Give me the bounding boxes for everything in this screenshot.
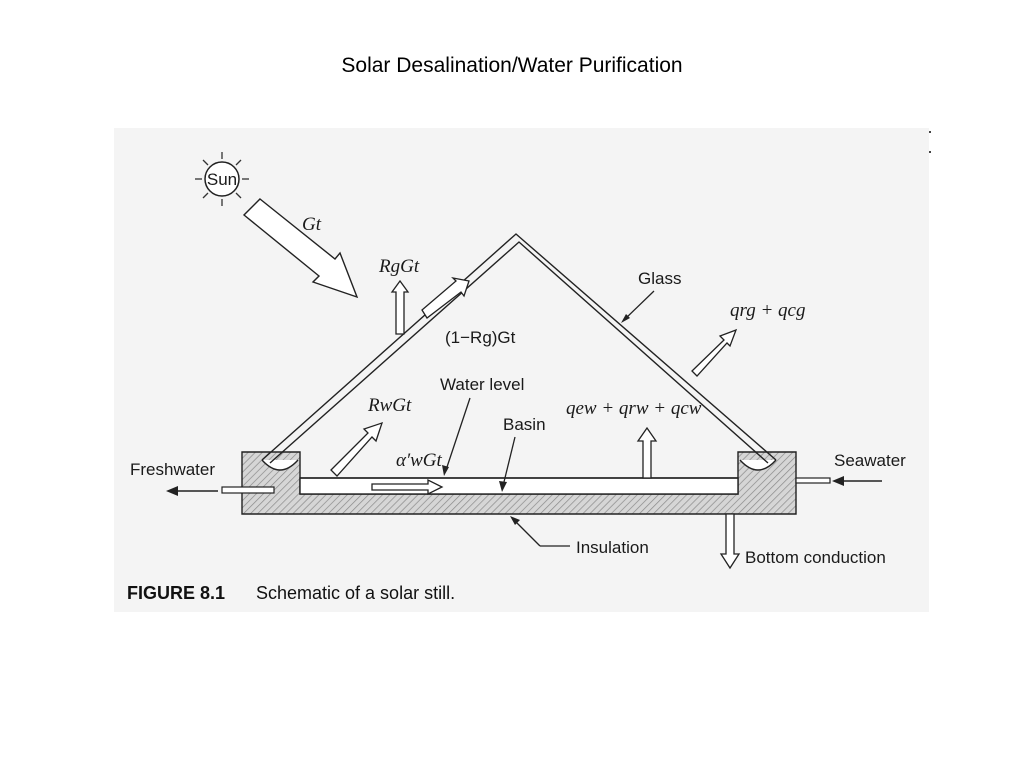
- glass-reflection-label: RgGt: [378, 256, 420, 277]
- water-reflection-arrow: [330, 421, 384, 477]
- water-reflection-label: RwGt: [367, 395, 412, 416]
- stray-dot: [929, 131, 931, 133]
- basin-label: Basin: [503, 415, 546, 434]
- glass-loss-label: qrg + qcg: [730, 300, 805, 321]
- incident-radiation-arrow: [242, 198, 359, 299]
- insulation-label: Insulation: [576, 538, 649, 557]
- freshwater-arrow: [166, 486, 218, 496]
- glass-label: Glass: [638, 269, 681, 288]
- seawater-pipe: [795, 477, 831, 484]
- slide-title: Solar Desalination/Water Purification: [341, 54, 683, 77]
- absorbed-label: α′wGt: [396, 450, 443, 471]
- bottom-conduction-arrow: [719, 513, 741, 570]
- freshwater-label: Freshwater: [130, 460, 215, 479]
- stray-dot: [929, 151, 931, 153]
- water-loss-label: qew + qrw + qcw: [566, 398, 702, 419]
- seawater-arrow: [832, 476, 882, 486]
- transmitted-label: (1−Rg)Gt: [445, 328, 516, 347]
- water-level-label: Water level: [440, 375, 524, 394]
- glass-reflection-arrow: [390, 279, 410, 335]
- basin-water: [299, 477, 739, 495]
- seawater-label: Seawater: [834, 451, 906, 470]
- transmitted-arrow: [421, 276, 470, 319]
- caption-number: FIGURE 8.1: [127, 583, 225, 603]
- sun-icon: [195, 152, 249, 206]
- sun-label: Sun: [207, 170, 237, 189]
- insulation-body: [241, 451, 797, 515]
- incident-radiation-label: Gt: [302, 214, 322, 235]
- water-loss-arrow: [636, 426, 658, 479]
- bottom-conduction-label: Bottom conduction: [745, 548, 886, 567]
- freshwater-pipe: [221, 486, 275, 494]
- water-level-pointer: [445, 397, 471, 471]
- glass-pointer: [623, 290, 655, 321]
- absorbed-arrow: [371, 478, 444, 496]
- glass-loss-arrow: [691, 328, 738, 377]
- basin-pointer: [502, 436, 516, 487]
- glass-cover: [261, 233, 777, 464]
- caption-text: Schematic of a solar still.: [256, 583, 455, 603]
